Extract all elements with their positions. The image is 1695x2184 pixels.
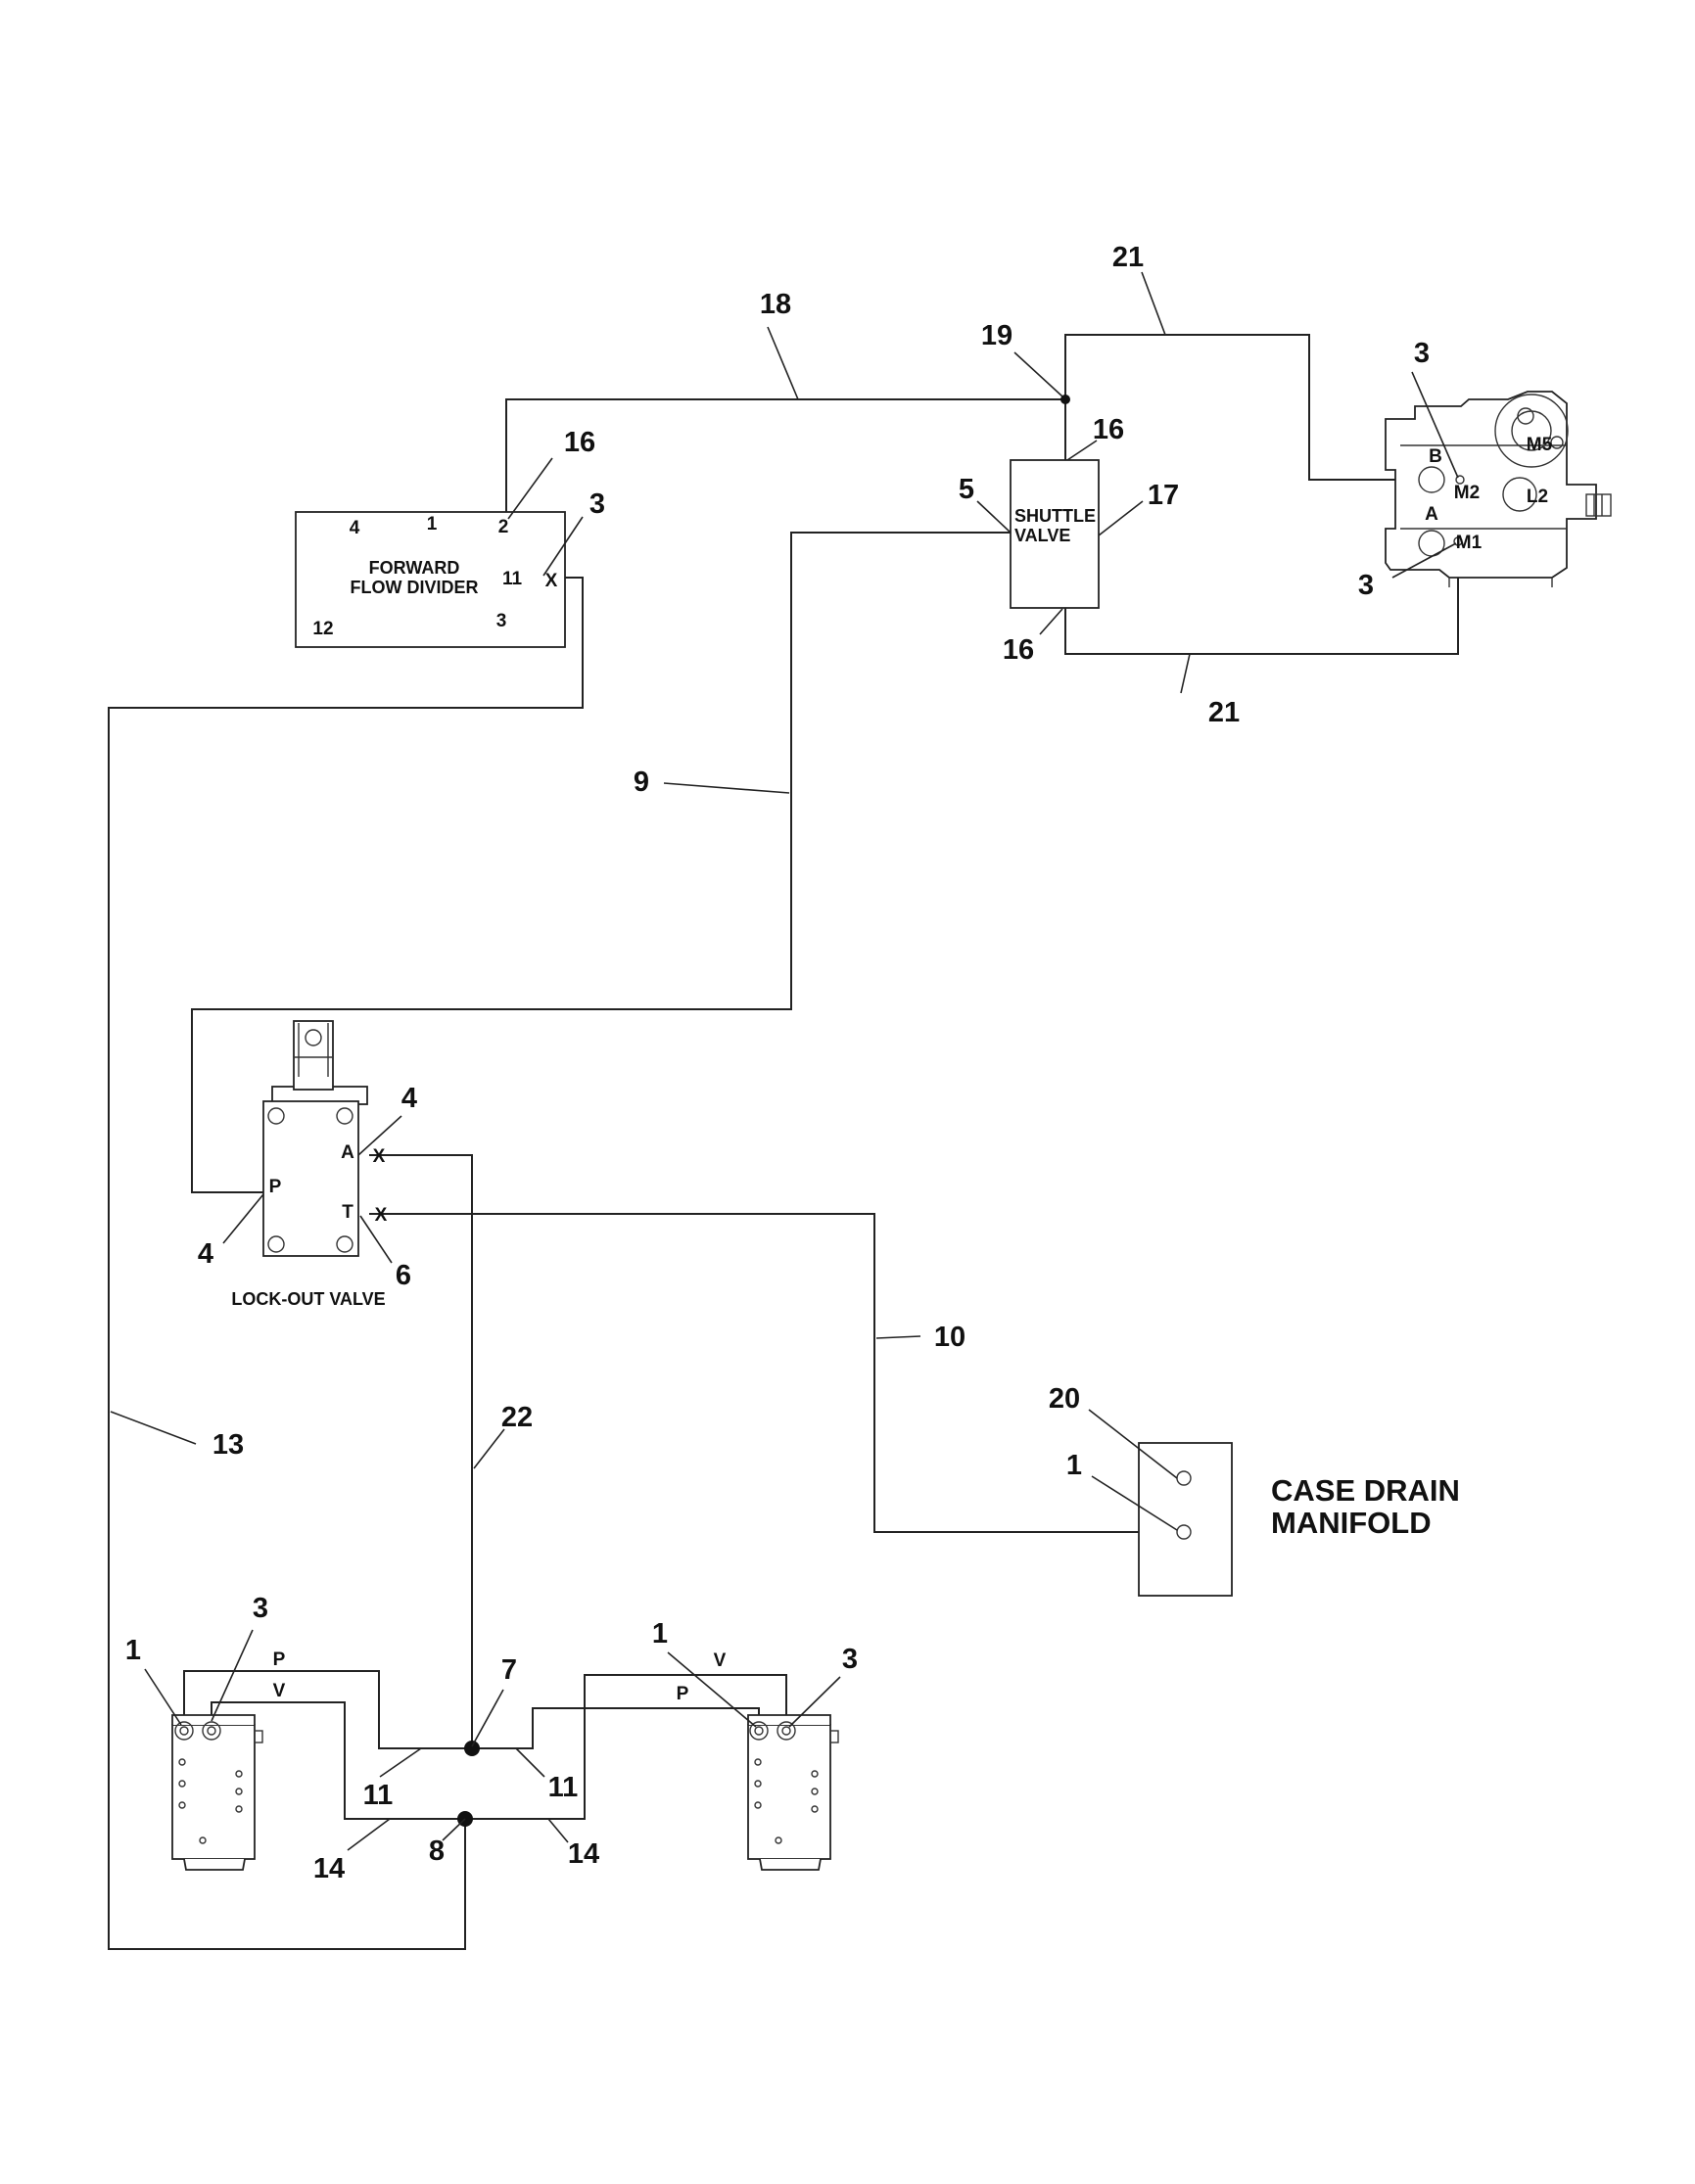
callout-1-left-motor: 1 [125,1635,141,1666]
hose-9 [191,532,1011,1193]
lockout-valve-label: LOCK-OUT VALVE [231,1289,385,1309]
hose-13 [108,577,584,1950]
hose-21-top [1064,334,1460,481]
callout-4-p: 4 [198,1238,213,1270]
lockout-port-t: T [342,1202,353,1223]
hose-left-p [183,1670,472,1749]
callout-6: 6 [396,1260,411,1291]
callout-9: 9 [634,767,649,798]
callout-21-top: 21 [1112,242,1144,273]
callout-22: 22 [501,1402,533,1433]
flow-divider-port-11: 11 [502,569,523,589]
right-motor-v-label: V [714,1650,727,1671]
callout-21-bottom: 21 [1208,697,1240,728]
hose-left-v [211,1701,465,1820]
pump-port-m5: M5 [1527,435,1553,455]
left-motor-p-label: P [273,1650,286,1670]
flow-divider-port-12: 12 [312,619,333,639]
flow-divider-x-mark: X [545,571,558,591]
callout-1-right-motor: 1 [652,1618,668,1650]
lockout-port-p: P [269,1177,282,1197]
pump-port-a: A [1425,504,1438,525]
callout-7: 7 [501,1654,517,1686]
callout-13: 13 [212,1429,244,1461]
callout-11-left: 11 [363,1780,394,1811]
leader-lines [110,271,1459,1851]
hose-lines [108,334,1460,1950]
flow-divider-port-3: 3 [496,611,507,631]
left-motor-v-label: V [273,1681,286,1701]
flow-divider-port-4: 4 [350,518,360,538]
pump-port-b: B [1429,446,1442,467]
case-drain-title-2: MANIFOLD [1271,1506,1432,1540]
callout-3-right-motor: 3 [842,1644,858,1675]
callout-numbers: 21 18 19 3 16 16 3 5 17 3 16 21 9 4 4 6 … [125,242,1430,1884]
callout-14-left: 14 [313,1853,345,1884]
lockout-x-mark-a: X [373,1146,386,1167]
lockout-port-a: A [341,1142,354,1163]
lockout-valve: A T P X X LOCK-OUT VALVE [231,1020,388,1309]
hose-10 [369,1213,1184,1533]
junction-7-dot [464,1741,480,1756]
flow-divider-port-2: 2 [498,517,509,537]
forward-flow-divider: FORWARD FLOW DIVIDER 4 1 2 11 3 12 X [295,511,566,648]
callout-10: 10 [934,1322,965,1353]
callout-3-flow-divider: 3 [589,488,605,520]
callout-8: 8 [429,1835,445,1867]
right-wheel-motor: P V [677,1650,839,1871]
callout-5: 5 [959,474,974,505]
callout-11-right: 11 [548,1772,579,1803]
callout-16-flow-divider: 16 [564,427,595,458]
callout-3-left-motor: 3 [253,1593,268,1624]
junction-19-dot [1060,395,1070,404]
hose-right-v [465,1674,787,1820]
callout-19: 19 [981,320,1012,351]
hose-21-bottom [1064,545,1459,655]
pump-port-l2: L2 [1527,487,1548,507]
callout-14-right: 14 [568,1838,599,1870]
callout-18: 18 [760,289,791,320]
hose-right-p [472,1707,760,1749]
callout-17: 17 [1148,480,1179,511]
callout-16-shuttle-top: 16 [1093,414,1124,445]
shuttle-valve-title-2: VALVE [1014,526,1070,545]
flow-divider-title-1: FORWARD [369,558,460,578]
lockout-x-mark-t: X [375,1205,388,1226]
pump-port-m2: M2 [1454,483,1480,503]
shuttle-valve: SHUTTLE VALVE [1010,459,1100,609]
pump-port-m1: M1 [1456,533,1483,553]
flow-divider-title-2: FLOW DIVIDER [351,578,479,597]
callout-1-manifold: 1 [1066,1450,1082,1481]
case-drain-manifold: CASE DRAIN MANIFOLD [1138,1442,1460,1597]
callout-3-pump-bottom: 3 [1358,570,1374,601]
flow-divider-port-1: 1 [427,514,438,534]
left-wheel-motor: P V [171,1650,286,1871]
callout-20: 20 [1049,1383,1080,1415]
callout-3-pump-top: 3 [1414,338,1430,369]
shuttle-valve-title-1: SHUTTLE [1014,506,1096,526]
callout-16-shuttle-bottom: 16 [1003,634,1034,666]
hose-18 [505,398,1065,521]
right-motor-p-label: P [677,1684,689,1704]
hydrostatic-pump: B M2 M5 L2 A M1 [1385,391,1612,587]
callout-4-a: 4 [401,1083,417,1114]
hose-22 [369,1154,473,1748]
case-drain-title-1: CASE DRAIN [1271,1473,1460,1508]
